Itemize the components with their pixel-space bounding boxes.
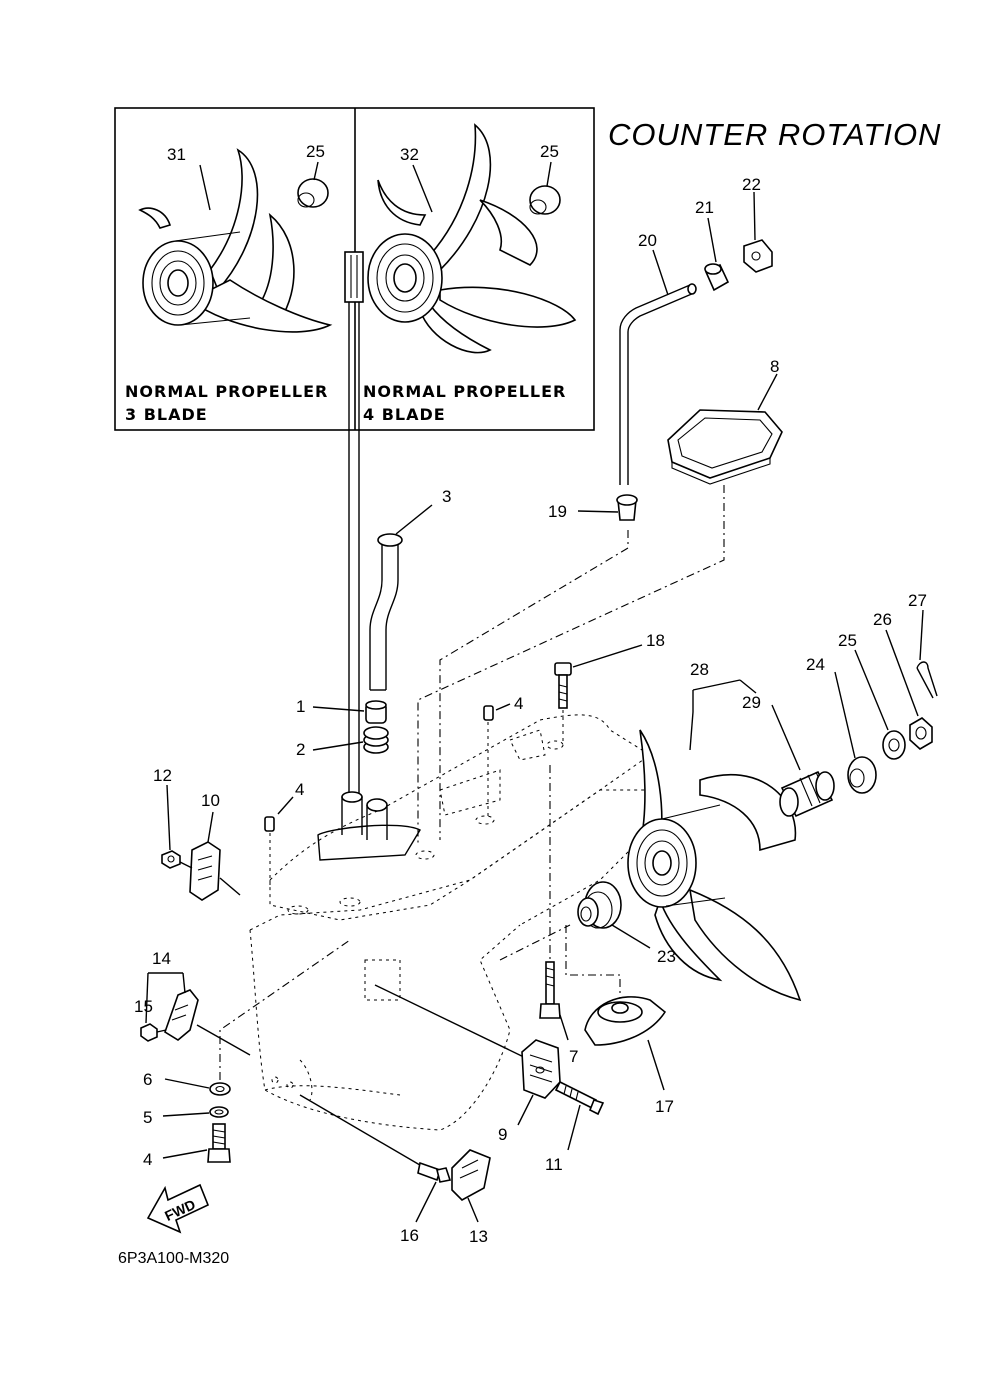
callout-5: 4 — [143, 1150, 152, 1169]
callout-30: 29 — [742, 693, 761, 712]
spacer-25-left — [297, 178, 329, 208]
anode-15 — [164, 989, 199, 1041]
callout-7: 6 — [143, 1070, 152, 1089]
callout-9: 8 — [770, 357, 779, 376]
callout-2: 2 — [296, 740, 305, 759]
bushing-22 — [704, 263, 730, 292]
washer-6 — [209, 1106, 229, 1118]
callout-26: 25 — [838, 631, 857, 650]
inset-right-line2: 4 BLADE — [363, 405, 446, 424]
trim-tab-10 — [521, 1039, 561, 1099]
callout-29: 28 — [690, 660, 709, 679]
grommet-20 — [616, 494, 638, 521]
grommet-1 — [365, 700, 387, 724]
washer-26 — [882, 730, 906, 760]
inset-left-line1: NORMAL PROPELLER — [125, 382, 328, 401]
spacer-25 — [847, 756, 877, 794]
driveshaft-housing — [317, 791, 421, 861]
callout-17: 16 — [400, 1226, 419, 1245]
callout-25-left: 25 — [306, 142, 325, 161]
callout-24: 23 — [657, 947, 676, 966]
inset-right-line1: NORMAL PROPELLER — [363, 382, 566, 401]
cotter-pin-28 — [916, 661, 938, 699]
three-blade-propeller — [138, 148, 333, 333]
dowel-pin-right — [483, 705, 494, 721]
anode-18 — [584, 996, 667, 1046]
callout-6: 5 — [143, 1108, 152, 1127]
bolt-5 — [207, 1123, 231, 1163]
callout-18: 17 — [655, 1097, 674, 1116]
main-propeller — [627, 729, 802, 1002]
callout-1: 1 — [296, 697, 305, 716]
spacer-25-right — [529, 185, 561, 215]
callout-22: 21 — [695, 198, 714, 217]
spacer-30 — [779, 770, 835, 818]
callout-16: 15 — [134, 997, 153, 1016]
callout-25-right: 25 — [540, 142, 559, 161]
shift-rod — [619, 283, 697, 485]
anode-14 — [451, 1149, 491, 1201]
fwd-arrow-icon: FWD — [146, 1183, 210, 1234]
bolt-17 — [417, 1161, 452, 1183]
gasket-9 — [667, 409, 783, 485]
bolt-12 — [554, 1080, 605, 1116]
clip-23 — [743, 239, 773, 273]
thrust-bushing-24 — [577, 881, 622, 929]
callout-8: 7 — [569, 1047, 578, 1066]
callout-4-right: 4 — [514, 694, 523, 713]
callout-31: 31 — [167, 145, 186, 164]
washer-7 — [209, 1082, 231, 1096]
bolt-8 — [539, 961, 561, 1019]
nut-13 — [161, 850, 181, 869]
callout-3: 3 — [442, 487, 451, 506]
callout-14: 13 — [469, 1227, 488, 1246]
anode-11 — [189, 841, 221, 901]
callout-25: 24 — [806, 655, 825, 674]
dowel-pin-left — [264, 816, 275, 832]
callout-21: 20 — [638, 231, 657, 250]
callout-13: 12 — [153, 766, 172, 785]
water-tube — [369, 533, 403, 691]
callout-4-left: 4 — [295, 780, 304, 799]
callout-28: 27 — [908, 591, 927, 610]
nut-27 — [909, 717, 933, 750]
callout-19: 18 — [646, 631, 665, 650]
callout-32: 32 — [400, 145, 419, 164]
seal-2 — [363, 726, 389, 754]
drive-shaft — [344, 251, 364, 795]
diagram-code: 6P3A100-M320 — [118, 1250, 229, 1267]
callout-15: 14 — [152, 949, 171, 968]
callout-20: 19 — [548, 502, 567, 521]
inset-left-line2: 3 BLADE — [125, 405, 208, 424]
nut-16 — [140, 1023, 158, 1042]
lower-casing — [249, 714, 661, 1131]
callout-11: 10 — [201, 791, 220, 810]
callout-12: 11 — [545, 1155, 563, 1174]
callout-27: 26 — [873, 610, 892, 629]
callout-23: 22 — [742, 175, 761, 194]
bolt-19 — [554, 662, 572, 709]
diagram-title: COUNTER ROTATION — [608, 117, 941, 152]
callout-10: 9 — [498, 1125, 507, 1144]
four-blade-propeller — [367, 123, 577, 354]
